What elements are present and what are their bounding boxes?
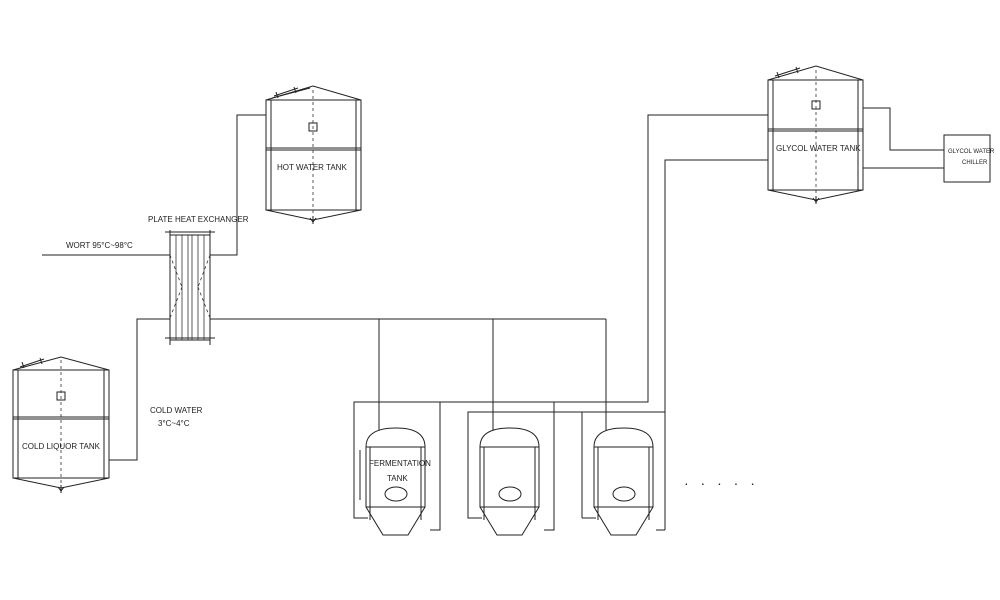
glycol-distribution-header	[210, 318, 607, 430]
chiller-label-line2: CHILLER	[962, 160, 988, 166]
cold-water-label-line1: COLD WATER	[150, 406, 203, 415]
tank-icon	[767, 65, 864, 204]
more-fermenters-ellipsis: · · · · ·	[684, 475, 759, 491]
fermentation-tank-label-line2: TANK	[387, 474, 408, 483]
plate-heat-exchanger-label: PLATE HEAT EXCHANGER	[148, 215, 249, 224]
conical-fermenter-icon	[479, 427, 540, 536]
pipe-phe-to-hot-water-tank	[210, 114, 266, 256]
chiller-label-line1: GLYCOL WATER	[948, 149, 995, 155]
wort-inlet-label: WORT 95°C~98°C	[66, 241, 133, 250]
fermentation-tank-1: FERMENTATION TANK	[359, 427, 431, 536]
tank-icon	[12, 356, 110, 493]
fermentation-tank-2	[479, 427, 540, 536]
chiller-connections	[863, 107, 944, 169]
hot-water-tank: HOT WATER TANK	[265, 85, 362, 224]
fermentation-tank-3	[593, 427, 654, 536]
plate-heat-exchanger: PLATE HEAT EXCHANGER	[148, 215, 249, 345]
glycol-water-tank-label: GLYCOL WATER TANK	[776, 144, 861, 153]
glycol-water-tank: GLYCOL WATER TANK	[767, 65, 864, 204]
conical-fermenter-icon	[359, 427, 426, 536]
cold-liquor-tank-label: COLD LIQUOR TANK	[22, 442, 101, 451]
glycol-supply-return	[353, 114, 768, 531]
conical-fermenter-icon	[593, 427, 654, 536]
cold-liquor-tank: COLD LIQUOR TANK	[12, 356, 110, 493]
plate-heat-exchanger-icon	[165, 230, 215, 345]
tank-icon	[265, 85, 362, 224]
wort-inlet: WORT 95°C~98°C	[42, 241, 170, 256]
chiller-box-icon	[943, 134, 991, 183]
cold-water-line: COLD WATER 3°C~4°C	[109, 318, 203, 461]
hot-water-tank-label: HOT WATER TANK	[277, 163, 347, 172]
glycol-chiller: GLYCOL WATER CHILLER	[943, 134, 995, 183]
cold-water-label-line2: 3°C~4°C	[158, 419, 190, 428]
fermentation-tank-label-line1: FERMENTATION	[369, 459, 431, 468]
